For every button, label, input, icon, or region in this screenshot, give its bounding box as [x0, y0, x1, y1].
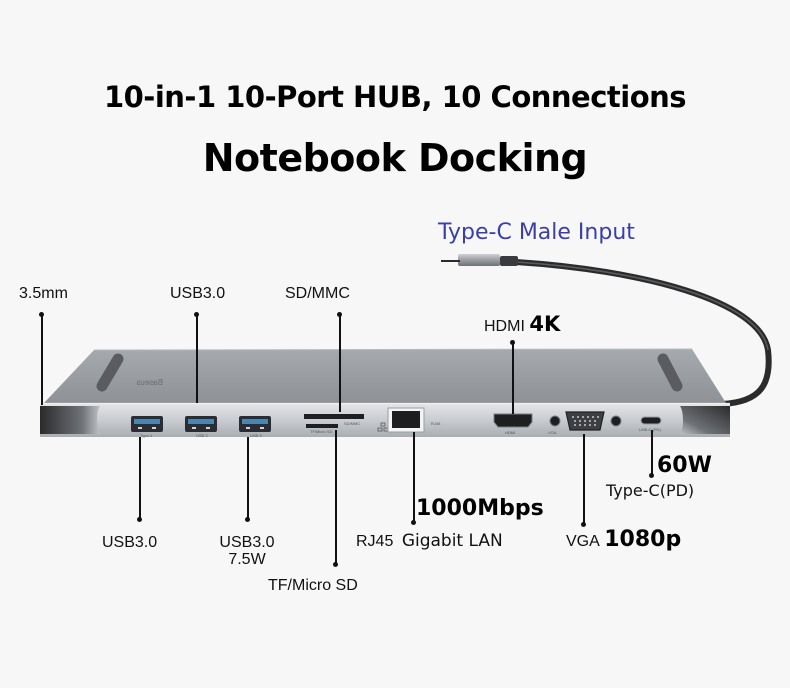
usb-port-3 — [239, 416, 271, 432]
svg-text:USB 3: USB 3 — [250, 433, 262, 438]
callout-vga-label: VGA — [566, 533, 600, 550]
callout-line — [651, 430, 653, 475]
typec-pd-port — [640, 416, 662, 425]
callout-hdmi: HDMI 4K — [484, 312, 560, 336]
callout-hdmi-label: HDMI — [484, 318, 525, 335]
callout-dot — [137, 517, 142, 522]
svg-text:USB 3: USB 3 — [196, 433, 208, 438]
callout-dot — [245, 517, 250, 522]
callout-usb-3-sub: 7.5W — [228, 551, 266, 568]
callout-usb-top-label: USB3.0 — [170, 285, 226, 302]
svg-text:VGA: VGA — [548, 430, 557, 435]
callout-line — [139, 437, 141, 519]
callout-hdmi-emphasis: 4K — [529, 312, 561, 336]
svg-text:HDMI: HDMI — [505, 430, 515, 435]
usb-port-2 — [185, 416, 217, 432]
callout-usb-1-label: USB3.0 — [102, 534, 158, 551]
svg-text:Type-1: Type-1 — [140, 433, 153, 438]
callout-dot — [39, 312, 44, 317]
callout-pd-emphasis: 60W — [657, 453, 712, 478]
type-c-input-label: Type-C Male Input — [438, 220, 635, 245]
callout-usb-3-label: USB3.0 — [219, 534, 275, 551]
svg-text:TF/Micro SD: TF/Micro SD — [310, 429, 333, 434]
callout-vga: VGA 1080p — [566, 527, 681, 552]
callout-line — [583, 434, 585, 524]
svg-text:RJ45: RJ45 — [431, 421, 441, 426]
sd-slot — [304, 414, 364, 419]
callout-line — [196, 315, 198, 403]
usb-port-1 — [131, 416, 163, 432]
callout-dot — [510, 340, 515, 345]
callout-rj45-label: RJ45 — [356, 533, 394, 550]
callout-line — [41, 315, 43, 405]
callout-line — [339, 315, 341, 412]
rj45-port — [387, 407, 425, 433]
callout-tf-label: TF/Micro SD — [268, 577, 358, 594]
callout-sd-mmc-label: SD/MMC — [285, 285, 350, 302]
callout-dot — [337, 312, 342, 317]
callout-usb-3: USB3.0 7.5W — [216, 534, 278, 568]
tf-slot — [306, 424, 338, 428]
svg-text:SD/MMC: SD/MMC — [344, 421, 360, 426]
callout-line — [512, 343, 514, 414]
callout-rj45-desc: Gigabit LAN — [401, 531, 503, 551]
callout-line — [247, 437, 249, 519]
callout-vga-emphasis: 1080p — [604, 527, 682, 552]
callout-dot — [333, 562, 338, 567]
callout-line — [413, 432, 415, 522]
callout-dot — [411, 520, 416, 525]
hdmi-port — [493, 413, 533, 428]
callout-pd-label: Type-C(PD) — [606, 481, 695, 500]
callout-3-5mm-label: 3.5mm — [19, 285, 68, 302]
callout-rj45: RJ45 Gigabit LAN — [356, 531, 503, 551]
callout-dot — [194, 312, 199, 317]
callout-dot — [649, 473, 654, 478]
brand-mark-text: Baseus — [136, 378, 163, 387]
headline-line2: Notebook Docking — [202, 136, 588, 180]
svg-text:USB-C (PD): USB-C (PD) — [639, 427, 661, 432]
callout-dot — [581, 522, 586, 527]
headline-line1: 10-in-1 10-Port HUB, 10 Connections — [103, 80, 687, 114]
callout-rj45-emphasis: 1000Mbps — [416, 496, 544, 521]
callout-line — [335, 430, 337, 564]
